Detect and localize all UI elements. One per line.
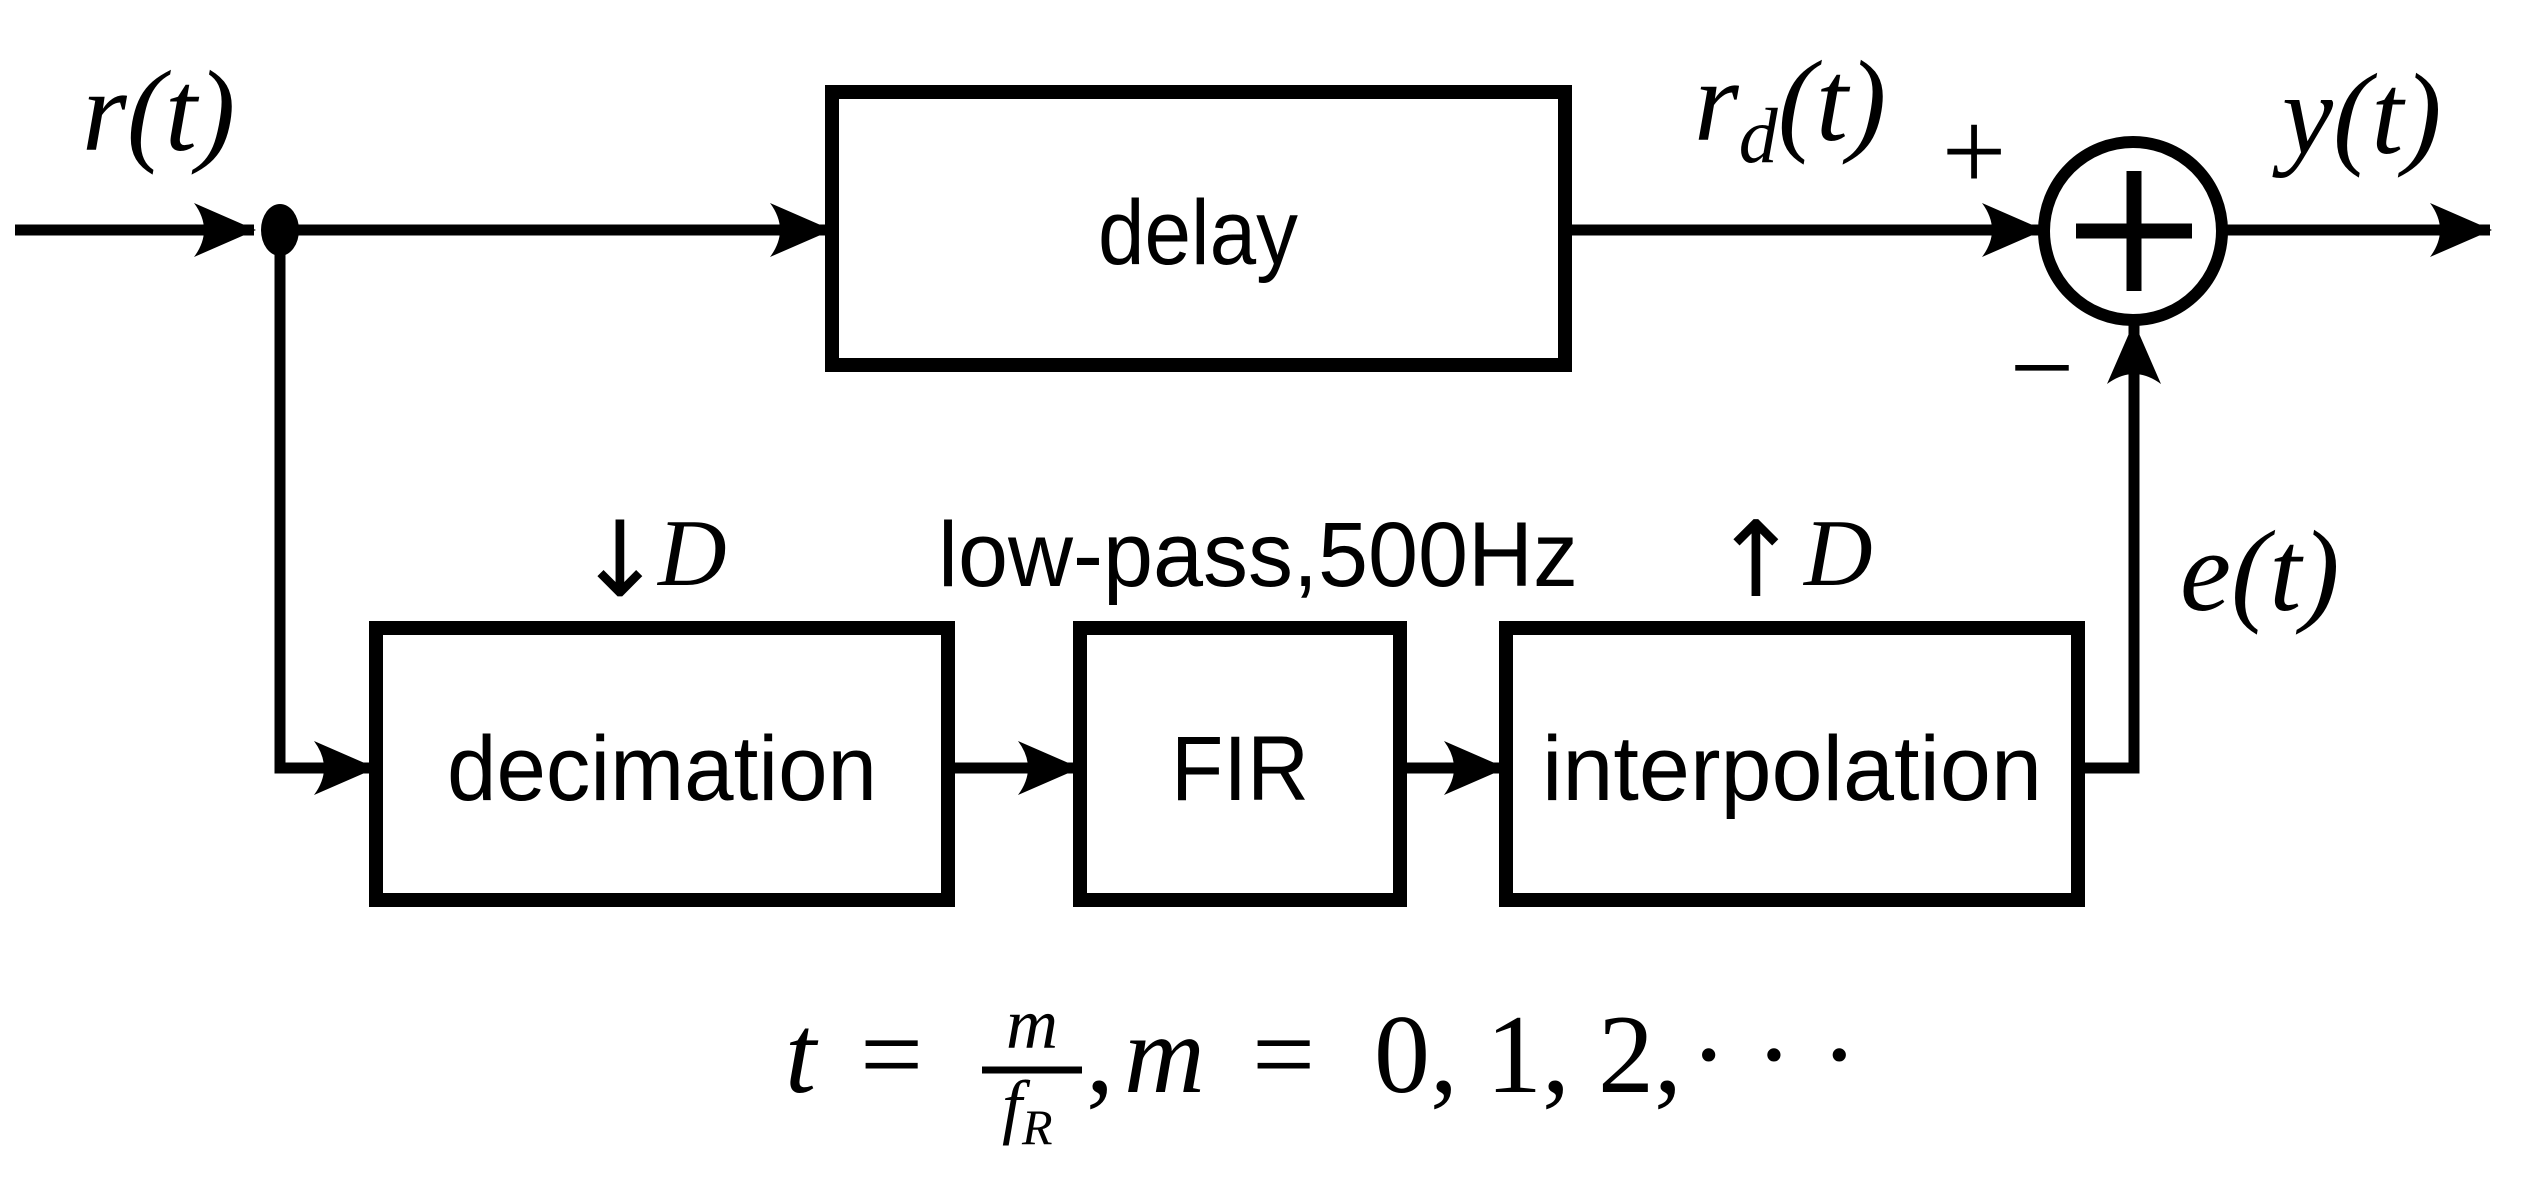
summer-minus-sign: − <box>2010 304 2075 431</box>
fir-block <box>1073 621 1407 907</box>
output-signal-label: y(t) <box>2272 51 2442 178</box>
equation-separator: , <box>1086 993 1114 1117</box>
equation-denominator-subscript: R <box>1021 1099 1053 1155</box>
delay-block <box>825 85 1572 372</box>
fir-label: FIR <box>1171 718 1309 820</box>
equation-fraction-denominator: fR <box>1002 1066 1053 1155</box>
fir-filter-note: low-pass,500Hz <box>938 504 1578 606</box>
interpolation-label: interpolation <box>1542 718 2042 820</box>
decimation-label: decimation <box>447 718 877 820</box>
interpolation-block <box>1499 621 2085 907</box>
delayed-signal-label: rd(t) <box>1694 38 1886 179</box>
delay-label: delay <box>1098 182 1298 284</box>
feedback-wire-to-summer <box>2078 322 2161 774</box>
time-equation: t = m fR , m = 0, 1, 2, · · · <box>785 984 1858 1155</box>
decimation-block <box>369 621 955 907</box>
equation-ellipsis: · · · <box>1690 993 1858 1117</box>
equation-index-variable: m <box>1124 993 1205 1117</box>
wire-branch-to-decimation <box>274 230 376 795</box>
equation-equals: = <box>860 993 923 1117</box>
input-signal-label: r(t) <box>82 48 235 175</box>
equation-fraction-numerator: m <box>1006 984 1058 1064</box>
error-signal-label: e(t) <box>2180 508 2340 635</box>
equation-index-values: 0, 1, 2, <box>1374 993 1682 1117</box>
upsample-arrow-icon: ↑ <box>1712 499 1800 621</box>
delayed-signal-subscript: d <box>1739 92 1779 179</box>
upsample-factor-label: D <box>1802 500 1873 606</box>
summer-plus-sign: + <box>1942 88 2007 215</box>
equation-lhs: t <box>785 993 819 1117</box>
downsample-arrow-icon: ↓ <box>576 499 664 621</box>
equation-equals-2: = <box>1252 993 1315 1117</box>
delayed-signal-args: (t) <box>1778 38 1887 165</box>
downsample-factor-label: D <box>656 500 727 606</box>
delayed-signal-base: r <box>1694 38 1740 165</box>
